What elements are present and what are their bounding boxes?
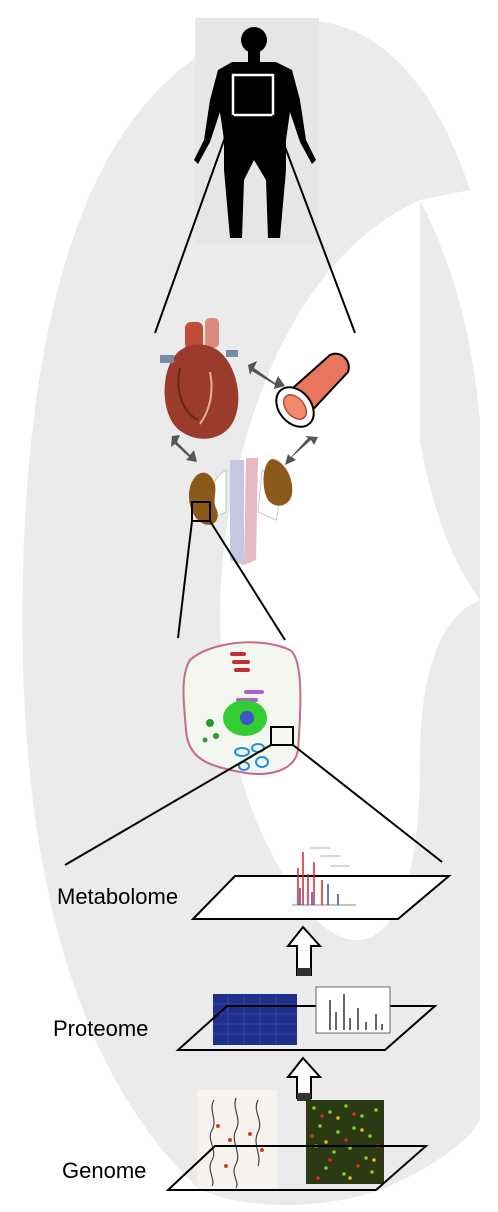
- microarray-image: [306, 1100, 384, 1184]
- genome-label: Genome: [62, 1160, 146, 1182]
- protein-spectrum-figure: [316, 987, 390, 1033]
- blood-vessel-icon: [269, 354, 349, 434]
- proteome-label: Proteome: [53, 1018, 148, 1040]
- rna-structure-figure: [197, 1090, 277, 1190]
- human-silhouette-icon: [194, 18, 319, 244]
- cell-icon: [184, 642, 301, 774]
- metabolome-label: Metabolome: [57, 886, 178, 908]
- protein-blot-image: [213, 994, 297, 1045]
